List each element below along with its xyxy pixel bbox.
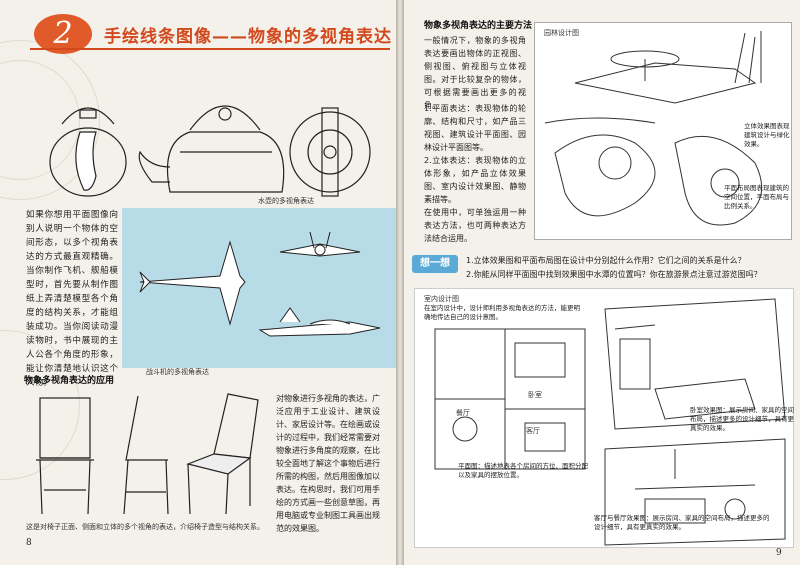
jet-background-band bbox=[122, 208, 396, 368]
interior-drawing bbox=[434, 298, 786, 546]
think-tag: 想一想 bbox=[412, 255, 458, 273]
book-gutter bbox=[396, 0, 404, 565]
intro-paragraph: 如果你想用平面图像向别人说明一个物体的空间形态，以多个视角表达的方式最直观精确。… bbox=[26, 210, 118, 388]
methods-paragraph-2: 1.平面表达：表现物体的轮廓、结构和尺寸，如产品三视图、建筑设计平面图、园林设计… bbox=[424, 104, 526, 152]
plan-note: 平面图：描述地表各个房间的方位、面积分配以及家具的摆放位置。 bbox=[458, 462, 588, 479]
kettle-drawing bbox=[49, 105, 371, 197]
right-page: 物象多视角表达的主要方法 一般情况下，物象的多视角表达要画出物体的正视图、侧视图… bbox=[404, 0, 800, 565]
room-label-living: 客厅 bbox=[526, 427, 540, 435]
question-1: 1.立体效果图和平面布局图在设计中分别起什么作用？它们之间的关系是什么？ bbox=[466, 256, 746, 265]
jet-illustrations bbox=[130, 212, 390, 362]
room-label-dining: 餐厅 bbox=[456, 409, 470, 417]
jet-drawing bbox=[139, 231, 381, 337]
interior-design-illustration bbox=[414, 288, 794, 548]
methods-paragraph-3: 2.立体表达：表现物体的立体形象，如产品立体效果图、室内设计效果图、静物素描等。 bbox=[424, 156, 526, 204]
garden-drawing bbox=[544, 31, 763, 226]
question-2: 2.你能从同样平面图中找到效果图中水潭的位置吗？你在旅游景点注意过游览图吗？ bbox=[466, 270, 762, 279]
methods-section-heading: 物象多视角表达的主要方法 bbox=[424, 21, 533, 31]
interior-label: 室内设计图 bbox=[424, 295, 459, 303]
page-number-right: 9 bbox=[776, 548, 782, 558]
chair-caption: 这是对椅子正面、侧面和立体的多个视角的表达，介绍椅子造型与结构关系。 bbox=[26, 523, 264, 531]
jet-caption: 战斗机的多视角表达 bbox=[146, 368, 209, 376]
methods-paragraph-4: 在使用中，可单独运用一种表达方法，也可两种表达方法结合运用。 bbox=[424, 208, 526, 243]
interior-description: 在室内设计中，设计师利用多视角表达的方法，能更明确地传达自己的设计意图。 bbox=[424, 304, 580, 321]
chapter-title: 手绘线条图像——物象的多视角表达 bbox=[104, 27, 392, 47]
garden-label: 园林设计图 bbox=[544, 29, 579, 37]
garden-design-illustration bbox=[534, 22, 792, 240]
kettle-illustrations bbox=[40, 72, 380, 202]
living-note: 客厅与餐厅效果图：展示房间、家具的空间布局，描述更多的设计细节，具有更真实的效果… bbox=[594, 514, 770, 531]
garden-note-plan: 平面布局图表现建筑的空间位置，平面布局与比例关系。 bbox=[724, 184, 789, 210]
room-label-bedroom: 卧室 bbox=[528, 391, 542, 399]
chapter-number-badge: 2 bbox=[34, 14, 92, 54]
kettle-caption: 水壶的多视角表达 bbox=[258, 197, 314, 205]
left-page: 2 手绘线条图像——物象的多视角表达 bbox=[0, 0, 396, 565]
chair-drawing bbox=[36, 393, 259, 515]
application-paragraph: 对物象进行多视角的表达，广泛应用于工业设计、建筑设计、家居设计等。在绘画或设计的… bbox=[276, 394, 380, 533]
page-number-left: 8 bbox=[26, 538, 32, 548]
bedroom-note: 卧室效果图：展示房间、家具的空间布局，描述更多的设计细节，具有更真实的效果。 bbox=[690, 406, 794, 432]
application-section-heading: 物象多视角表达的应用 bbox=[24, 376, 115, 386]
chair-illustrations bbox=[28, 390, 268, 518]
garden-note-3d: 立体效果图表现建筑设计与绿化效果。 bbox=[744, 122, 790, 148]
methods-paragraph-1: 一般情况下，物象的多视角表达要画出物体的正视图、侧视图、俯视图与立体视图。对于比… bbox=[424, 36, 526, 110]
chapter-title-underline bbox=[30, 48, 390, 50]
